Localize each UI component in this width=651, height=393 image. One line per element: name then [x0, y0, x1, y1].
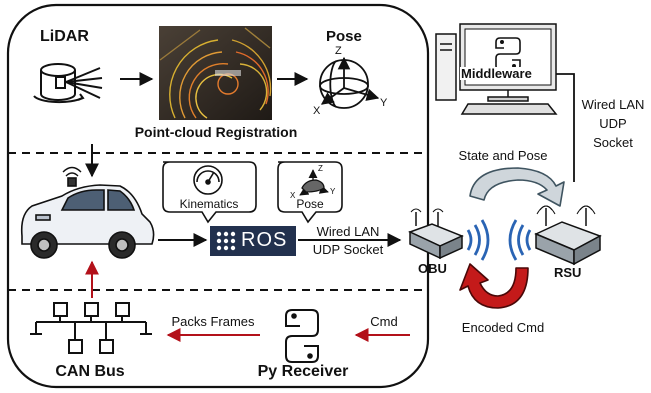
wired-lan-left-label: Wired LAN [316, 224, 380, 239]
udp-right-label: UDP [599, 116, 627, 131]
wired-lan-right-label: Wired LAN [581, 97, 645, 112]
ros-label: ROS [241, 229, 288, 251]
axis-z-small-label: Z [318, 164, 323, 173]
axis-z-label: Z [335, 45, 342, 57]
vehicle-boundary-box [6, 3, 430, 389]
rsu-antenna-waves-icon [536, 205, 596, 215]
axis-y-label: Y [380, 97, 388, 109]
obu-router-icon [408, 212, 464, 260]
encoded-cmd-label: Encoded Cmd [461, 320, 545, 335]
packs-frames-label: Packs Frames [171, 314, 255, 329]
car-signal-icon [62, 166, 82, 177]
axis-y-small-label: Y [330, 187, 336, 196]
rsu-label: RSU [554, 265, 582, 280]
axis-x-small-label: X [290, 191, 296, 200]
speedometer-icon [193, 165, 223, 195]
lidar-label: LiDAR [40, 28, 89, 45]
pose-bubble-label: Pose [296, 197, 324, 211]
kinematics-label: Kinematics [179, 197, 239, 211]
ros-logo [210, 226, 296, 256]
obu-antenna-waves-icon [410, 208, 444, 213]
lidar-sensor-icon [33, 63, 103, 104]
obu-label: OBU [418, 261, 447, 276]
wifi-wave-icon [466, 219, 532, 261]
point-cloud-image [159, 26, 272, 120]
state-pose-curved-arrow [469, 167, 565, 207]
pose-axes-icon [319, 56, 380, 109]
python-logo [285, 309, 319, 363]
kinematics-bubble [162, 161, 257, 224]
pose-top-label: Pose [326, 28, 362, 45]
encoded-cmd-curved-arrow [459, 263, 529, 309]
py-receiver-label: Py Receiver [257, 363, 349, 380]
registration-label: Point-cloud Registration [134, 124, 298, 140]
cmd-label: Cmd [370, 314, 398, 329]
car-icon [20, 177, 155, 259]
pose-car-icon [299, 169, 329, 196]
socket-right-label: Socket [593, 135, 633, 150]
udp-socket-left-label: UDP Socket [312, 242, 384, 257]
can-bus-icon [30, 302, 152, 354]
can-bus-label: CAN Bus [55, 363, 125, 380]
wired-link-middleware-rsu [556, 73, 575, 182]
middleware-label: Middleware [460, 66, 533, 81]
axis-x-label: X [313, 105, 321, 117]
state-and-pose-label: State and Pose [458, 148, 548, 163]
rsu-router-icon [534, 208, 602, 266]
